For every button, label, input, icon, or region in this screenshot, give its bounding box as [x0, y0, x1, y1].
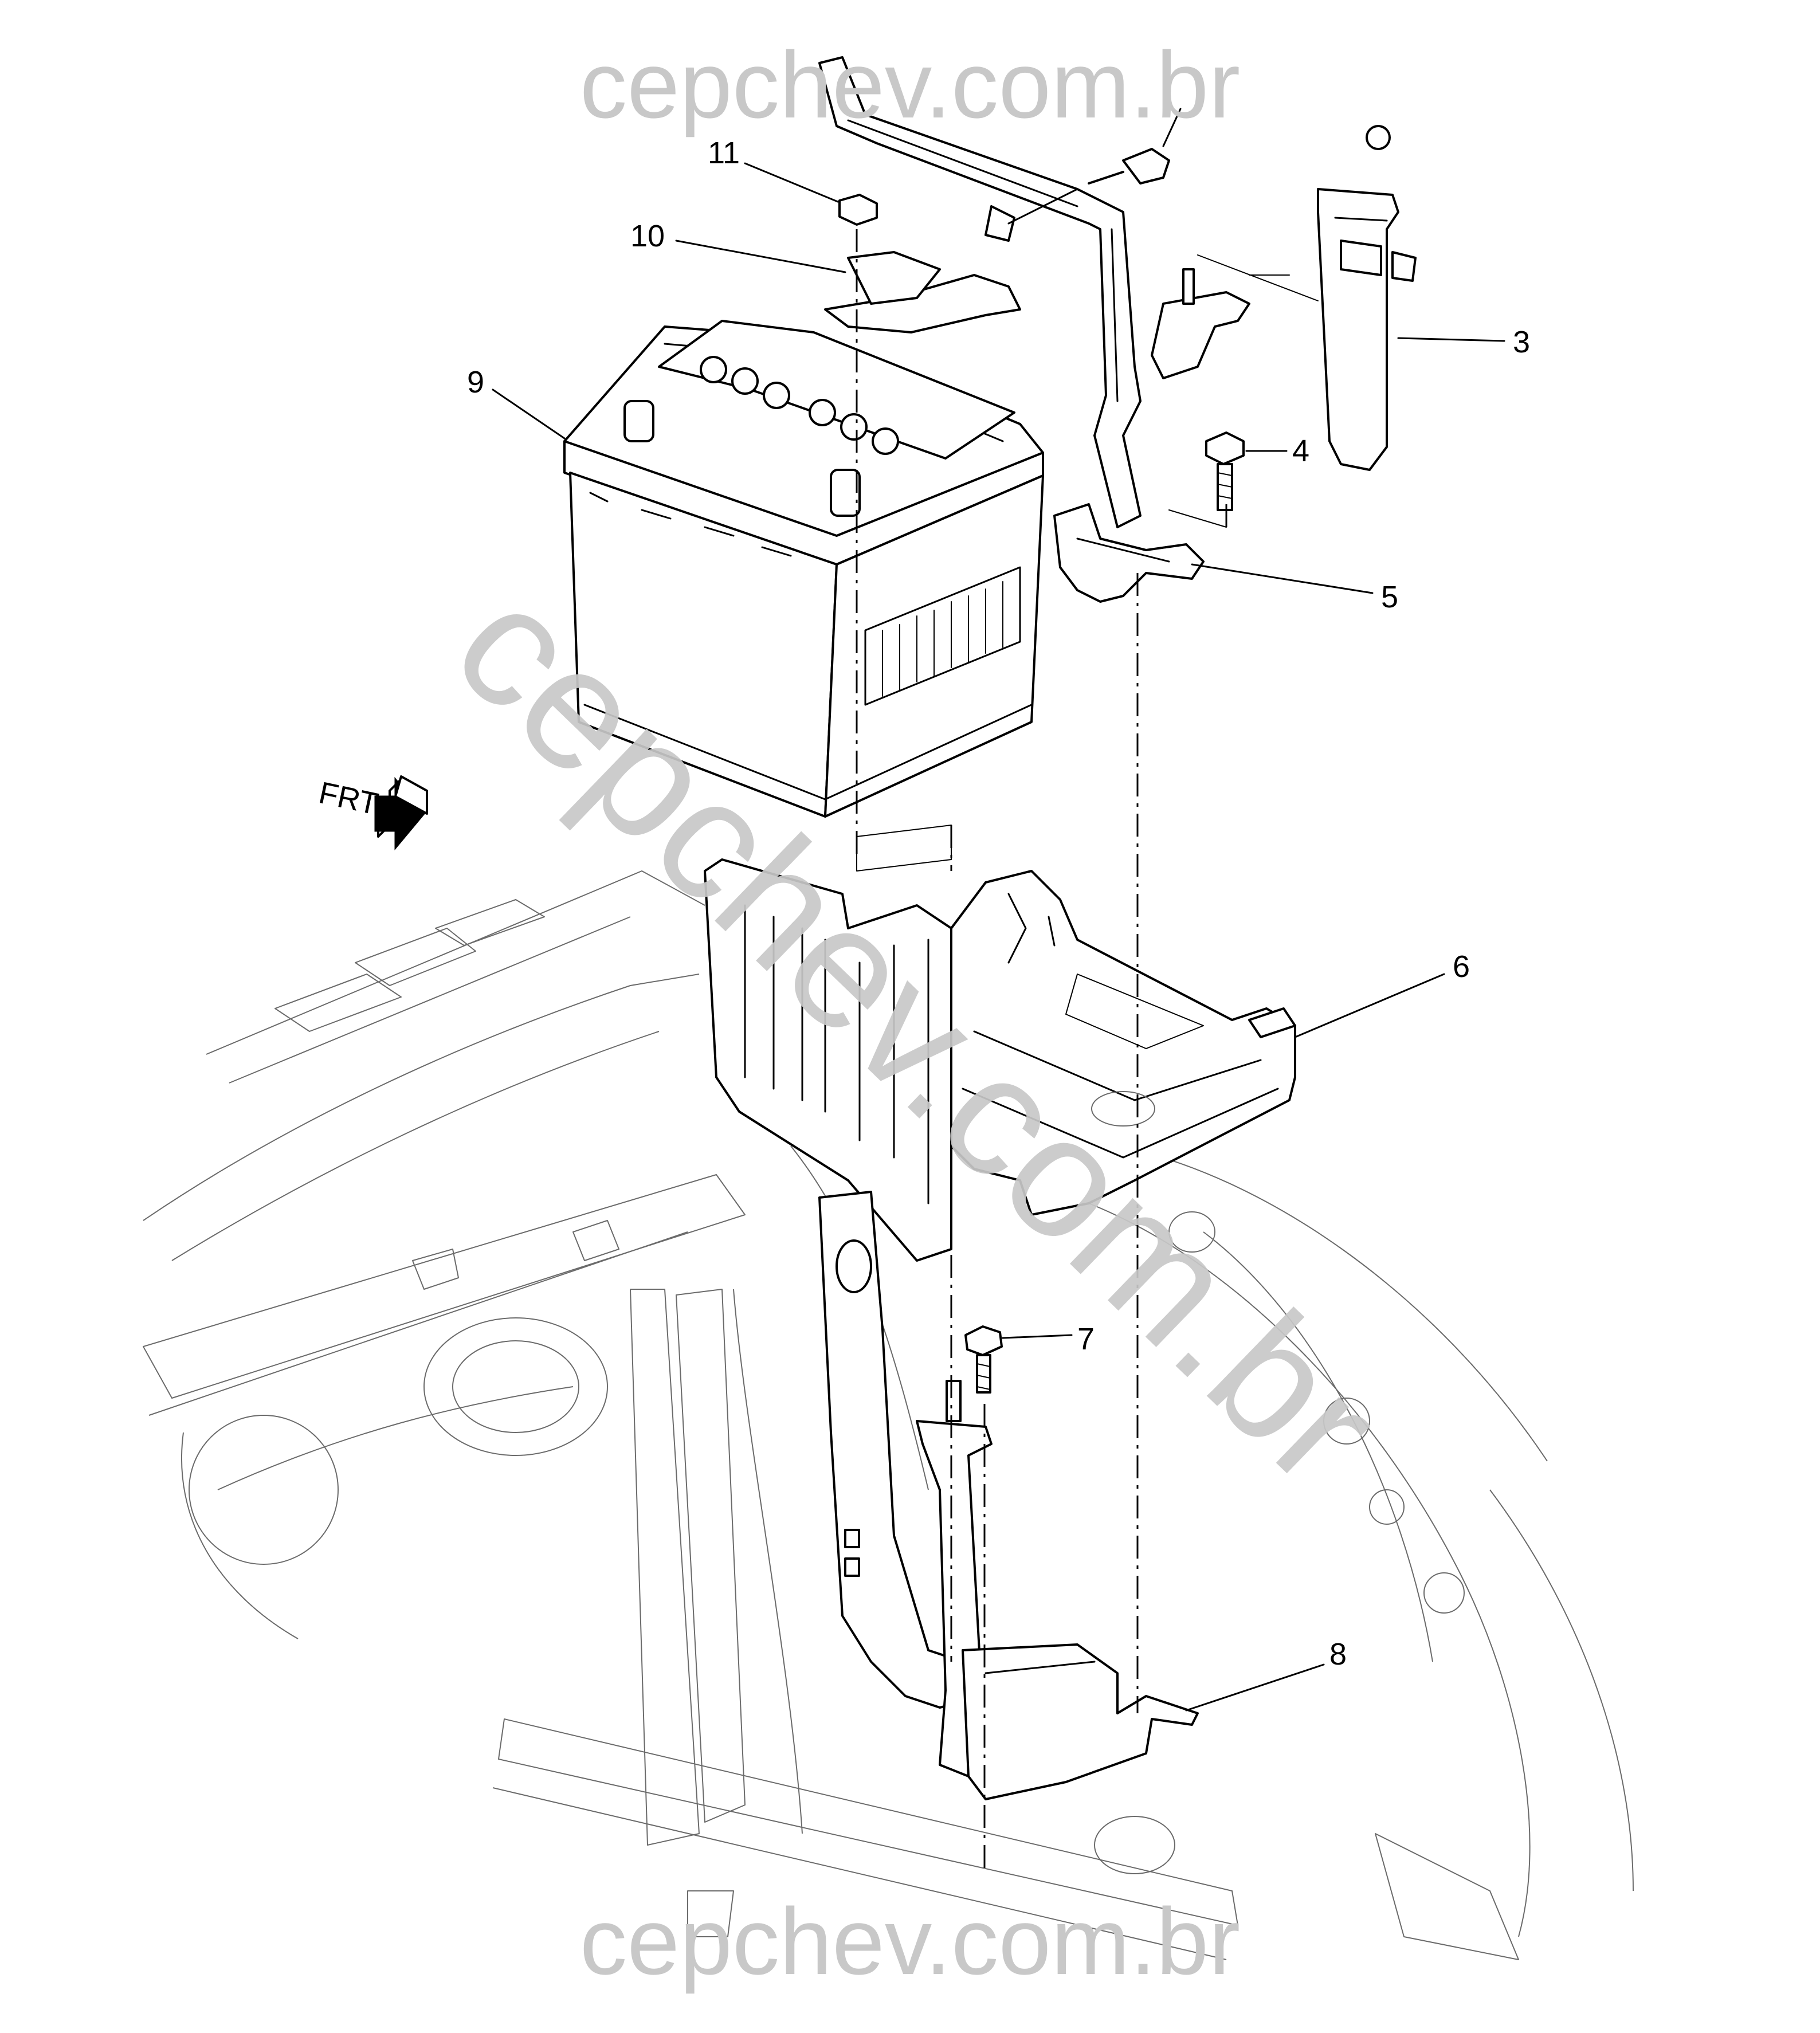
- bolt: [1205, 431, 1245, 511]
- insulator-stud-bracket: [1151, 254, 1319, 379]
- battery-terminal-negative: [623, 400, 654, 442]
- callout-3: 3: [1513, 325, 1530, 359]
- vehicle-body-structure: [143, 870, 1634, 1960]
- watermark-bottom: cepchev.com.br: [580, 1889, 1240, 1994]
- battery-tray-support: [818, 1191, 1199, 1800]
- callout-6: 6: [1453, 949, 1470, 984]
- callout-10: 10: [630, 219, 665, 253]
- callout-leader-lines: [492, 108, 1505, 1712]
- battery: [563, 320, 1044, 818]
- battery-hold-down-clamp: [824, 251, 1021, 333]
- tray-bolt: [964, 1325, 1003, 1394]
- bracket-bolt: [1088, 148, 1170, 185]
- battery-tray: [704, 858, 1296, 1262]
- battery-insulator-cover: [1317, 125, 1417, 471]
- battery-terminal-positive: [830, 469, 861, 517]
- callout-numbers: 3 4 5 6 7 8 9 10 11: [467, 136, 1530, 1671]
- callout-5: 5: [1381, 580, 1398, 614]
- watermark-top: cepchev.com.br: [580, 32, 1240, 138]
- battery-cell-caps: [700, 356, 899, 455]
- front-arrow-icon: [374, 775, 428, 851]
- callout-7: 7: [1077, 1322, 1095, 1356]
- callout-9: 9: [467, 365, 484, 399]
- hold-down-nut: [838, 194, 878, 226]
- callout-11: 11: [708, 136, 740, 170]
- callout-4: 4: [1292, 434, 1309, 468]
- assembly-center-lines: [856, 229, 1227, 1868]
- battery-bracket-lower: [1053, 503, 1227, 603]
- battery-upper-bracket: [818, 56, 1142, 528]
- callout-8: 8: [1329, 1637, 1347, 1671]
- front-orientation-label: FRT: [316, 775, 381, 821]
